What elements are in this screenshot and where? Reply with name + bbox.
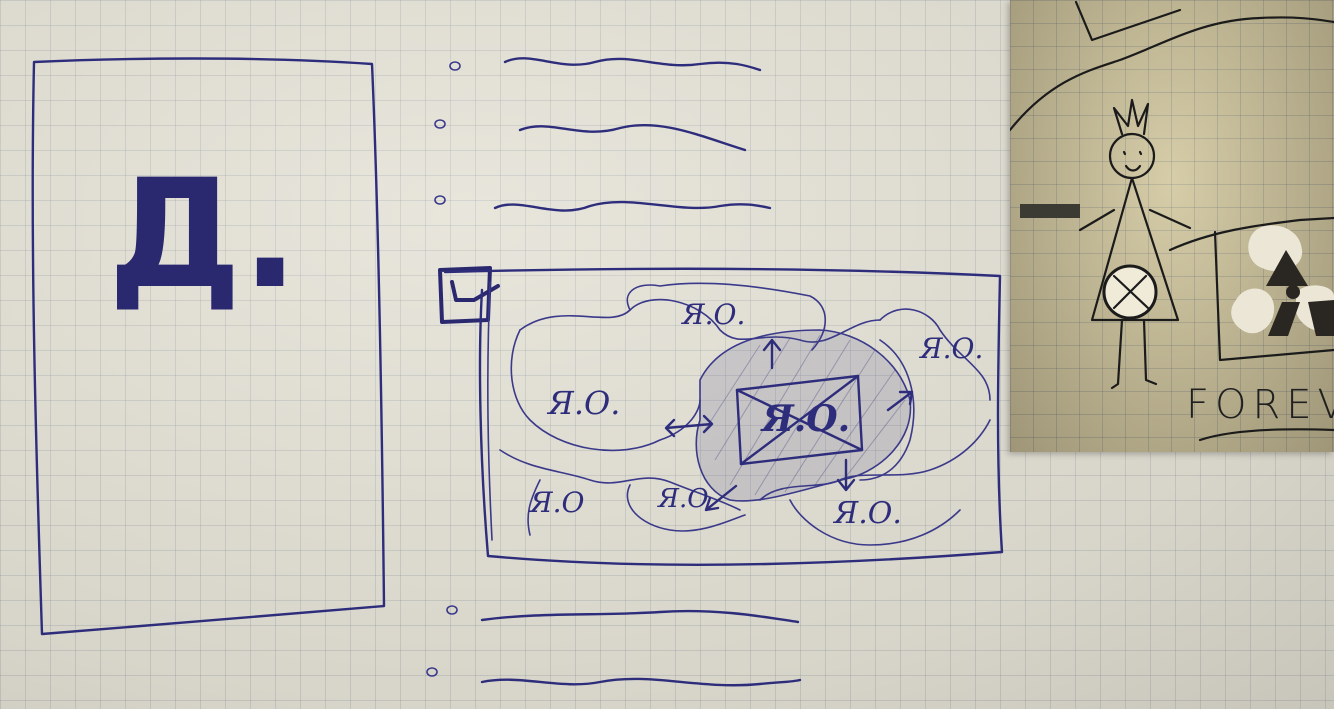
bullet-line-2 [520,125,745,150]
bullet-line-3 [495,202,770,210]
logo-panel-outline [33,59,384,635]
bullet-1 [450,62,460,70]
paper-scrap [1231,289,1274,334]
bullet-3 [435,196,445,204]
bullet-line-1 [505,58,760,70]
figure-crown [1114,100,1148,134]
inset-photo: FOREV [1010,0,1334,452]
caption-underline [1200,429,1334,440]
region-label: Я.О. [682,298,745,331]
bullet-5 [427,668,437,676]
inset-caption: FOREV [1186,382,1334,428]
bullet-line-4 [482,611,798,622]
region-label: Я.О. [548,384,620,422]
hatched-block [1020,204,1080,218]
map-frame-inner-edge [488,282,492,540]
bullet-2 [435,120,445,128]
region-label: Я.О [530,486,584,519]
radiation-sign-blade [1308,300,1334,336]
radiation-sign-center [1286,285,1300,299]
region-label: Я.О. [920,332,983,365]
figure-arms [1080,210,1190,230]
figure-face [1124,152,1141,171]
hill-curve [1010,17,1334,130]
frame-fragment [1076,2,1180,40]
region-label-selected: Я.О. [762,398,850,440]
bullet-line-5 [482,679,800,685]
logo-letter: Д. [108,160,299,310]
figure-legs [1112,320,1156,388]
region-label: Я.О [658,484,709,514]
bullet-4 [447,606,457,614]
region-label: Я.О. [834,496,902,531]
